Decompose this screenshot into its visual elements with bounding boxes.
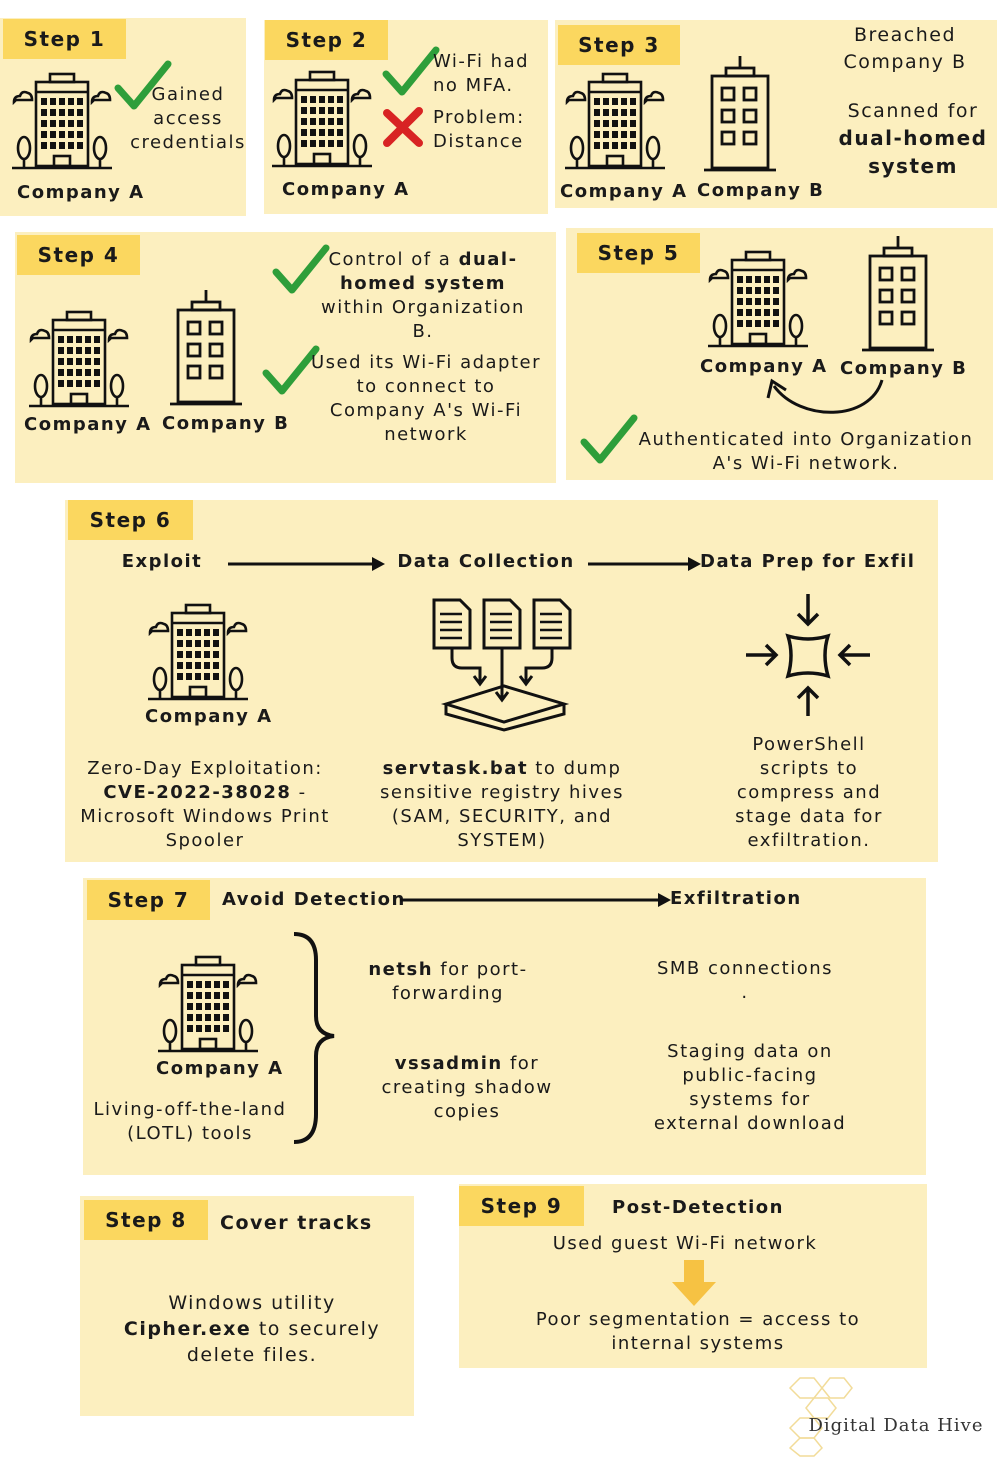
checkmark-icon: [382, 46, 440, 96]
company-b-label: Company B: [840, 358, 968, 379]
step4-within: within Organization B.: [321, 297, 525, 342]
port-forwarding-text: for port-forwarding: [392, 959, 528, 1004]
arrow-right-icon: [228, 557, 385, 571]
step3-label: Step 3: [558, 25, 680, 65]
company-a-label: Company A: [700, 356, 828, 377]
zero-day-text: Zero-Day Exploitation:: [87, 758, 323, 779]
step6-prep-text: PowerShell scripts to compress and stage…: [735, 734, 883, 851]
stage-data-collection: Data Collection: [397, 551, 575, 572]
step4-text-wifi: Used its Wi-Fi adapter to connect to Com…: [310, 352, 542, 445]
company-a-label: Company A: [282, 179, 410, 200]
arrow-right-icon: [400, 893, 671, 907]
curved-arrow-icon: [766, 378, 884, 414]
step6-label: Step 6: [68, 500, 193, 540]
step2-text-problem: Problem: Distance: [433, 107, 525, 152]
arrow-right-icon: [588, 557, 701, 571]
smb-text: SMB connections: [656, 958, 834, 979]
arrow-down-icon: [672, 1260, 716, 1306]
stage-avoid-detection: Avoid Detection: [222, 889, 406, 910]
company-b-building-icon: [862, 236, 934, 352]
step7-label: Step 7: [87, 880, 210, 920]
brand-name: Digital Data Hive: [808, 1415, 984, 1436]
cross-icon: [383, 107, 423, 147]
step9-label: Step 9: [459, 1186, 584, 1226]
company-b-label: Company B: [697, 180, 825, 201]
smb-dot: .: [741, 982, 749, 1003]
step4-text-control: Control of a dual-homed system within Or…: [312, 248, 534, 344]
stage-exfiltration: Exfiltration: [670, 888, 802, 909]
company-a-building-icon: [708, 250, 808, 348]
post-detection-title: Post-Detection: [612, 1197, 784, 1218]
data-collection-icon: [432, 598, 572, 732]
step2-label: Step 2: [265, 20, 388, 60]
company-a-building-icon: [272, 70, 372, 168]
company-a-label: Company A: [145, 706, 273, 727]
cipher-exe: Cipher.exe: [123, 1318, 252, 1340]
netsh-text: netsh for port-forwarding: [360, 958, 536, 1006]
vssadmin-text: vssadmin for creating shadow copies: [352, 1052, 582, 1124]
stage-data-prep: Data Prep for Exfil: [700, 551, 916, 572]
hive-logo-icon: [788, 1377, 853, 1457]
delete-files-text: to securely delete files.: [186, 1318, 381, 1366]
company-a-label: Company A: [156, 1058, 284, 1079]
step6-collection-text: servtask.bat to dump sensitive registry …: [380, 757, 624, 853]
step8-label: Step 8: [84, 1200, 208, 1240]
compress-icon: [746, 594, 870, 716]
step8-text: Windows utility Cipher.exe to securely d…: [110, 1290, 394, 1368]
step1-label: Step 1: [3, 19, 126, 59]
company-a-building-icon: [29, 310, 129, 408]
company-a-label: Company A: [17, 182, 145, 203]
checkmark-icon: [262, 345, 320, 395]
step4-dual-homed: dual-homed system: [339, 249, 518, 294]
servtask-bat: servtask.bat: [382, 758, 529, 779]
step3-text-scanned: Scanned for dual-homed system: [835, 98, 991, 181]
lotl-text: Living-off-the-land (LOTL) tools: [93, 1099, 287, 1144]
staging-text: Staging data on public-facing systems fo…: [653, 1041, 847, 1134]
step3-dual-homed: dual-homed system: [838, 126, 988, 178]
company-b-building-icon: [704, 56, 776, 172]
company-a-building-icon: [148, 603, 248, 701]
company-b-label: Company B: [162, 413, 290, 434]
company-a-building-icon: [565, 72, 665, 170]
cover-tracks-title: Cover tracks: [220, 1212, 373, 1234]
stage-exploit: Exploit: [121, 551, 203, 572]
step3-text-breached: Breached Company B: [843, 24, 967, 73]
netsh-cmd: netsh: [368, 959, 434, 980]
step3-scanned-for: Scanned for: [847, 100, 979, 122]
cve-id: CVE-2022-38028: [103, 782, 292, 803]
company-a-building-icon: [12, 72, 112, 170]
checkmark-icon: [272, 244, 330, 294]
step2-text-mfa: Wi-Fi had no MFA.: [433, 51, 530, 96]
step6-exploit-text: Zero-Day Exploitation: CVE-2022-38028 - …: [78, 757, 332, 853]
company-a-label: Company A: [24, 414, 152, 435]
windows-utility-text: Windows utility: [168, 1292, 336, 1314]
step5-label: Step 5: [577, 233, 700, 273]
brace-icon: [293, 932, 335, 1144]
shadow-copies-text: for creating shadow copies: [381, 1053, 553, 1122]
step4-control-of: Control of a: [328, 249, 452, 270]
checkmark-icon: [580, 414, 638, 464]
step5-text: Authenticated into Organization A's Wi-F…: [638, 429, 974, 474]
company-b-building-icon: [170, 290, 242, 406]
step4-label: Step 4: [17, 235, 140, 275]
registry-hives-text: to dump sensitive registry hives (SAM, S…: [380, 758, 624, 851]
company-a-label: Company A: [560, 181, 688, 202]
company-a-building-icon: [158, 955, 258, 1053]
vssadmin-cmd: vssadmin: [394, 1053, 503, 1074]
guest-wifi-text: Used guest Wi-Fi network: [552, 1233, 818, 1254]
checkmark-icon: [114, 60, 172, 110]
step1-text: Gained access credentials: [130, 84, 246, 153]
print-spooler-text: - Microsoft Windows Print Spooler: [80, 782, 330, 851]
segmentation-text: Poor segmentation = access to internal s…: [535, 1309, 861, 1354]
